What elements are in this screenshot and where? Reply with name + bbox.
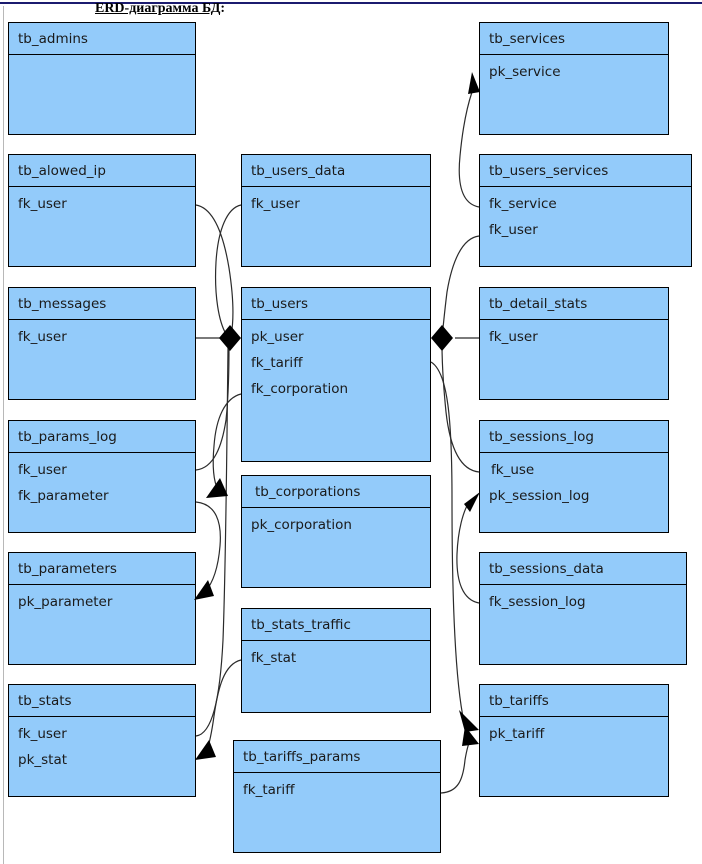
attribute-row: pk_tariff (489, 726, 545, 742)
attribute-row: fk_use (491, 462, 535, 478)
entity-tb-corporations[interactable]: tb_corporations pk_corporation (241, 475, 431, 588)
edge-users-corporations (212, 393, 242, 491)
attribute-row: fk_user (18, 726, 67, 742)
entity-tb-services[interactable]: tb_services pk_service (479, 22, 669, 135)
entity-title: tb_users (242, 288, 430, 320)
attribute-row: fk_user (18, 329, 67, 345)
attribute-row: fk_user (489, 329, 538, 345)
edge-alowed-ip-users (195, 204, 234, 337)
entity-attributes (9, 55, 195, 59)
entity-attributes: fk_user (242, 187, 430, 217)
entity-attributes: fk_tariff (234, 773, 440, 803)
entity-tb-sessions-data[interactable]: tb_sessions_data fk_session_log (479, 552, 687, 665)
arrowhead-sessions-log (464, 492, 480, 512)
entity-title: tb_sessions_data (480, 553, 686, 585)
entity-title: tb_admins (9, 23, 195, 55)
arrowhead-parameters (194, 580, 214, 600)
arrowhead-stats (195, 740, 216, 760)
entity-title: tb_tariffs (480, 685, 668, 717)
attribute-row: pk_corporation (251, 517, 352, 533)
arrowhead-corporations (206, 478, 228, 498)
page-top-rule (0, 2, 702, 4)
entity-tb-messages[interactable]: tb_messages fk_user (8, 287, 196, 400)
entity-tb-detail-stats[interactable]: tb_detail_stats fk_user (479, 287, 669, 400)
entity-title: tb_corporations (242, 476, 430, 508)
entity-tb-alowed-ip[interactable]: tb_alowed_ip fk_user (8, 154, 196, 267)
page-title-colon: : (220, 1, 225, 16)
entity-title: tb_parameters (9, 553, 195, 585)
entity-title: tb_params_log (9, 421, 195, 453)
entity-attributes: fk_user pk_stat (9, 717, 195, 773)
attribute-row: fk_stat (251, 650, 297, 666)
entity-tb-users-data[interactable]: tb_users_data fk_user (241, 154, 431, 267)
entity-tb-parameters[interactable]: tb_parameters pk_parameter (8, 552, 196, 665)
attribute-row: fk_user (18, 462, 67, 478)
entity-title: tb_stats_traffic (242, 609, 430, 641)
page-title: ERD-диаграмма БД: (10, 0, 310, 18)
entity-title: tb_messages (9, 288, 195, 320)
entity-attributes: pk_service (480, 55, 668, 85)
entity-tb-admins[interactable]: tb_admins (8, 22, 196, 135)
entity-tb-sessions-log[interactable]: tb_sessions_log fk_use pk_session_log (479, 420, 669, 533)
attribute-row: pk_user (251, 329, 304, 345)
arrowhead-tariffs-2 (462, 726, 479, 746)
page-left-margin-rule (3, 6, 4, 864)
entity-title: tb_alowed_ip (9, 155, 195, 187)
attribute-row: fk_service (489, 196, 557, 212)
entity-title: tb_services (480, 23, 668, 55)
entity-attributes: pk_parameter (9, 585, 195, 615)
entity-tb-users-services[interactable]: tb_users_services fk_service fk_user (479, 154, 692, 267)
attribute-row: fk_parameter (18, 488, 109, 504)
entity-attributes: fk_user (9, 187, 195, 217)
attribute-row: fk_tariff (243, 782, 295, 798)
entity-title: tb_detail_stats (480, 288, 668, 320)
entity-attributes: fk_stat (242, 641, 430, 671)
edge-users-tariffs (430, 361, 465, 723)
attribute-row: fk_user (18, 196, 67, 212)
attribute-row: pk_parameter (18, 594, 113, 610)
entity-tb-stats[interactable]: tb_stats fk_user pk_stat (8, 684, 196, 797)
page-title-text: ERD-диаграмма БД (94, 1, 221, 16)
entity-attributes: fk_user fk_parameter (9, 453, 195, 509)
entity-attributes: fk_user (9, 320, 195, 350)
edge-users-services-users (441, 235, 480, 337)
edge-tariffs-params-tariffs (440, 737, 472, 794)
edge-params-log-users (195, 345, 230, 471)
entity-tb-users[interactable]: tb_users pk_user fk_tariff fk_corporatio… (241, 287, 431, 462)
arrowhead-tariffs-1 (459, 710, 479, 732)
entity-title: tb_users_data (242, 155, 430, 187)
attribute-row: fk_user (489, 222, 538, 238)
edge-sessions-log-users (441, 343, 480, 473)
entity-tb-tariffs-params[interactable]: tb_tariffs_params fk_tariff (233, 740, 441, 853)
entity-tb-stats-traffic[interactable]: tb_stats_traffic fk_stat (241, 608, 431, 713)
entity-attributes: fk_service fk_user (480, 187, 691, 243)
attribute-row: fk_user (251, 196, 300, 212)
entity-title: tb_stats (9, 685, 195, 717)
entity-attributes: pk_corporation (242, 508, 430, 538)
attribute-row: fk_corporation (251, 381, 349, 397)
edge-params-log-parameters (195, 501, 221, 593)
entity-attributes: pk_tariff (480, 717, 668, 747)
edge-stats-users (195, 347, 229, 737)
attribute-row: pk_session_log (489, 488, 590, 504)
entity-tb-params-log[interactable]: tb_params_log fk_user fk_parameter (8, 420, 196, 533)
diamond-users-left (219, 325, 241, 351)
entity-attributes: fk_user (480, 320, 668, 350)
entity-attributes: fk_session_log (480, 585, 686, 615)
entity-title: tb_tariffs_params (234, 741, 440, 773)
attribute-row: fk_session_log (489, 594, 586, 610)
edge-sessions-data-sessions-log (456, 501, 480, 604)
attribute-row: pk_stat (18, 752, 68, 768)
entity-title: tb_users_services (480, 155, 691, 187)
attribute-row: pk_service (489, 64, 561, 80)
entity-title: tb_sessions_log (480, 421, 668, 453)
entity-attributes: pk_user fk_tariff fk_corporation (242, 320, 430, 402)
diamond-users-right (431, 325, 453, 351)
edge-users-data-users (214, 204, 242, 335)
edge-users-services-services (458, 91, 480, 208)
entity-attributes: fk_use pk_session_log (480, 453, 668, 509)
attribute-row: fk_tariff (251, 355, 303, 371)
entity-tb-tariffs[interactable]: tb_tariffs pk_tariff (479, 684, 669, 797)
